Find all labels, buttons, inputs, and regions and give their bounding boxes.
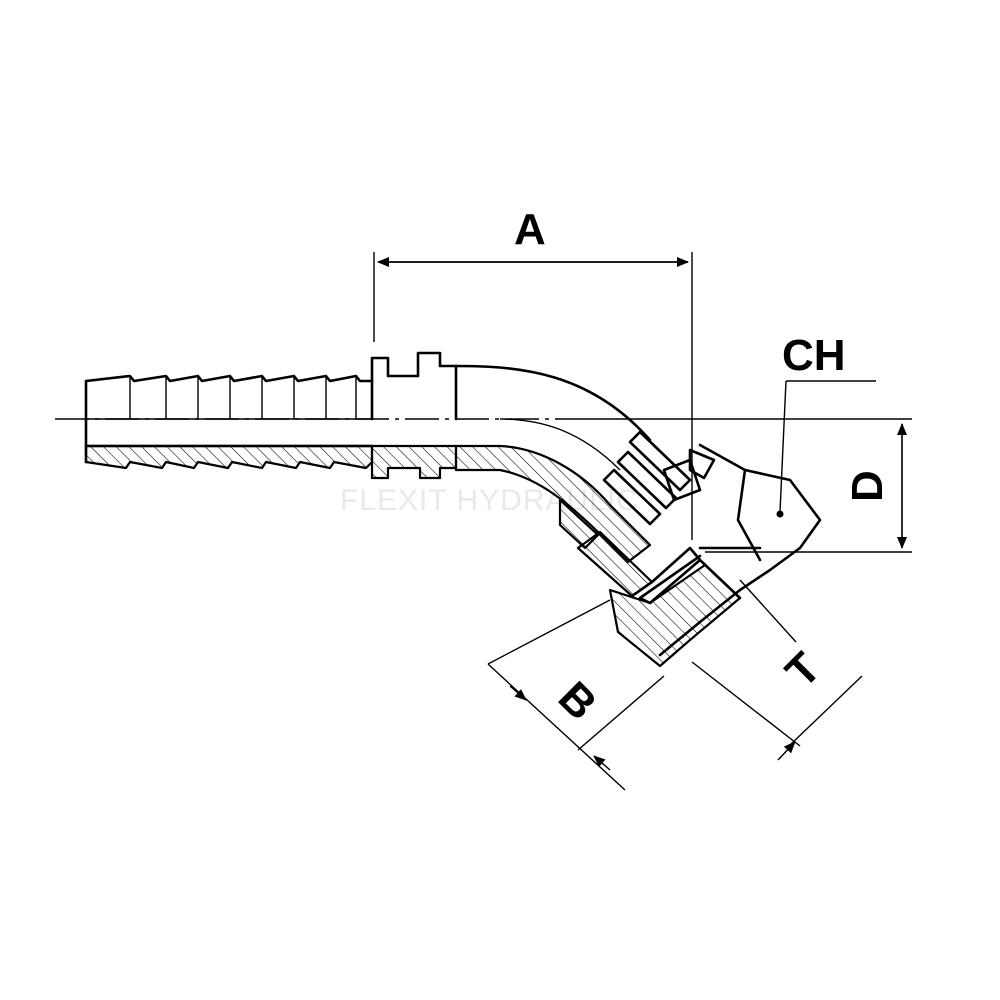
label-B: B bbox=[549, 672, 606, 729]
hose-tail bbox=[84, 374, 374, 470]
label-D: D bbox=[843, 470, 892, 502]
shoulder-collars bbox=[370, 351, 458, 480]
label-A: A bbox=[514, 205, 546, 254]
swivel-nut bbox=[576, 430, 822, 668]
dimension-CH: CH bbox=[776, 331, 876, 518]
dimension-A: A bbox=[373, 205, 693, 540]
dimension-D: D bbox=[560, 418, 912, 553]
label-CH: CH bbox=[782, 331, 846, 380]
label-T: T bbox=[776, 643, 830, 697]
